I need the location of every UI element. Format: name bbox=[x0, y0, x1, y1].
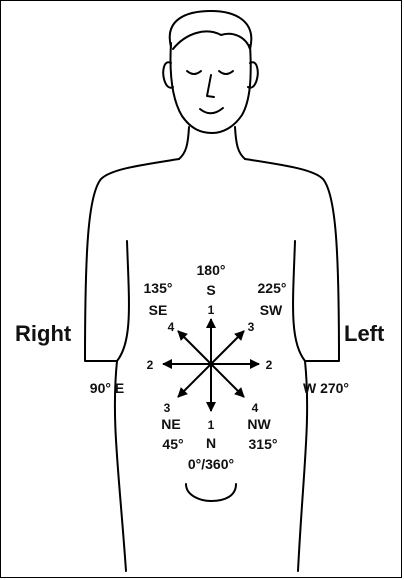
north-number: 1 bbox=[208, 418, 215, 432]
face-outline bbox=[170, 43, 250, 133]
nose bbox=[207, 75, 214, 97]
southeast-degree: 135° bbox=[144, 280, 173, 296]
arrow-northwest bbox=[211, 364, 244, 397]
southeast-letter: SE bbox=[149, 302, 168, 318]
hair-outline bbox=[170, 11, 252, 49]
east-label: 90° E bbox=[90, 380, 124, 396]
groin-curve bbox=[186, 484, 236, 501]
north-letter: N bbox=[206, 435, 216, 451]
left-side-waist bbox=[293, 241, 305, 361]
left-side-arm-outline bbox=[245, 159, 339, 361]
south-degree: 180° bbox=[197, 262, 226, 278]
northwest-letter: NW bbox=[247, 416, 271, 432]
right-side-arm-outline bbox=[85, 159, 179, 361]
right-side-label: Right bbox=[15, 321, 72, 346]
left-side-label: Left bbox=[344, 321, 385, 346]
southwest-number: 3 bbox=[248, 320, 255, 334]
southeast-number: 4 bbox=[168, 320, 175, 334]
northeast-number: 3 bbox=[164, 401, 171, 415]
head bbox=[163, 11, 257, 133]
southwest-degree: 225° bbox=[258, 280, 287, 296]
east-number: 2 bbox=[147, 358, 154, 372]
neck-right bbox=[235, 127, 245, 159]
arrow-southeast bbox=[178, 331, 211, 364]
arrow-southwest bbox=[211, 331, 244, 364]
south-number: 1 bbox=[208, 303, 215, 317]
mouth bbox=[200, 108, 223, 113]
northwest-degree: 315° bbox=[249, 436, 278, 452]
northwest-number: 4 bbox=[252, 401, 259, 415]
southwest-letter: SW bbox=[260, 302, 283, 318]
west-label: W 270° bbox=[303, 380, 349, 396]
neck-left bbox=[179, 127, 189, 159]
south-letter: S bbox=[206, 282, 215, 298]
eye-left-side bbox=[219, 71, 233, 74]
right-side-waist bbox=[117, 241, 129, 361]
north-degree: 0°/360° bbox=[188, 456, 234, 472]
northeast-degree: 45° bbox=[162, 436, 183, 452]
eye-right-side bbox=[187, 71, 201, 74]
west-number: 2 bbox=[266, 358, 273, 372]
northeast-letter: NE bbox=[161, 416, 180, 432]
arrow-northeast bbox=[178, 364, 211, 397]
compass-rose bbox=[163, 319, 259, 411]
